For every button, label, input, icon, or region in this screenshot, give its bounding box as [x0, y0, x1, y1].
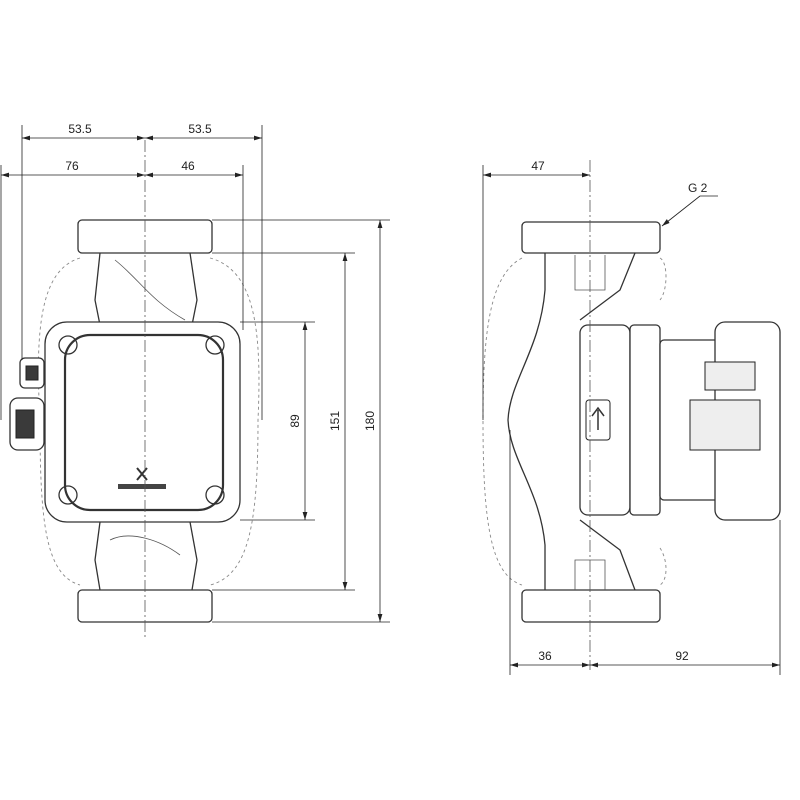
dim-53-5-left: 53.5: [68, 122, 92, 136]
thread-label-g2: G 2: [688, 181, 708, 195]
dim-53-5-right: 53.5: [188, 122, 212, 136]
front-view: 53.5 53.5 76 46 89 151 180: [0, 122, 390, 640]
dim-89: 89: [288, 414, 302, 428]
dim-151: 151: [328, 411, 342, 431]
electrical-connector: [9, 357, 45, 451]
control-box: [63, 333, 225, 512]
side-view: 47 G 2 36 92: [482, 159, 781, 675]
dim-36: 36: [538, 649, 552, 663]
dim-92: 92: [675, 649, 689, 663]
dim-46: 46: [181, 159, 195, 173]
dim-76: 76: [65, 159, 79, 173]
dim-47: 47: [531, 159, 545, 173]
dim-180: 180: [363, 411, 377, 431]
